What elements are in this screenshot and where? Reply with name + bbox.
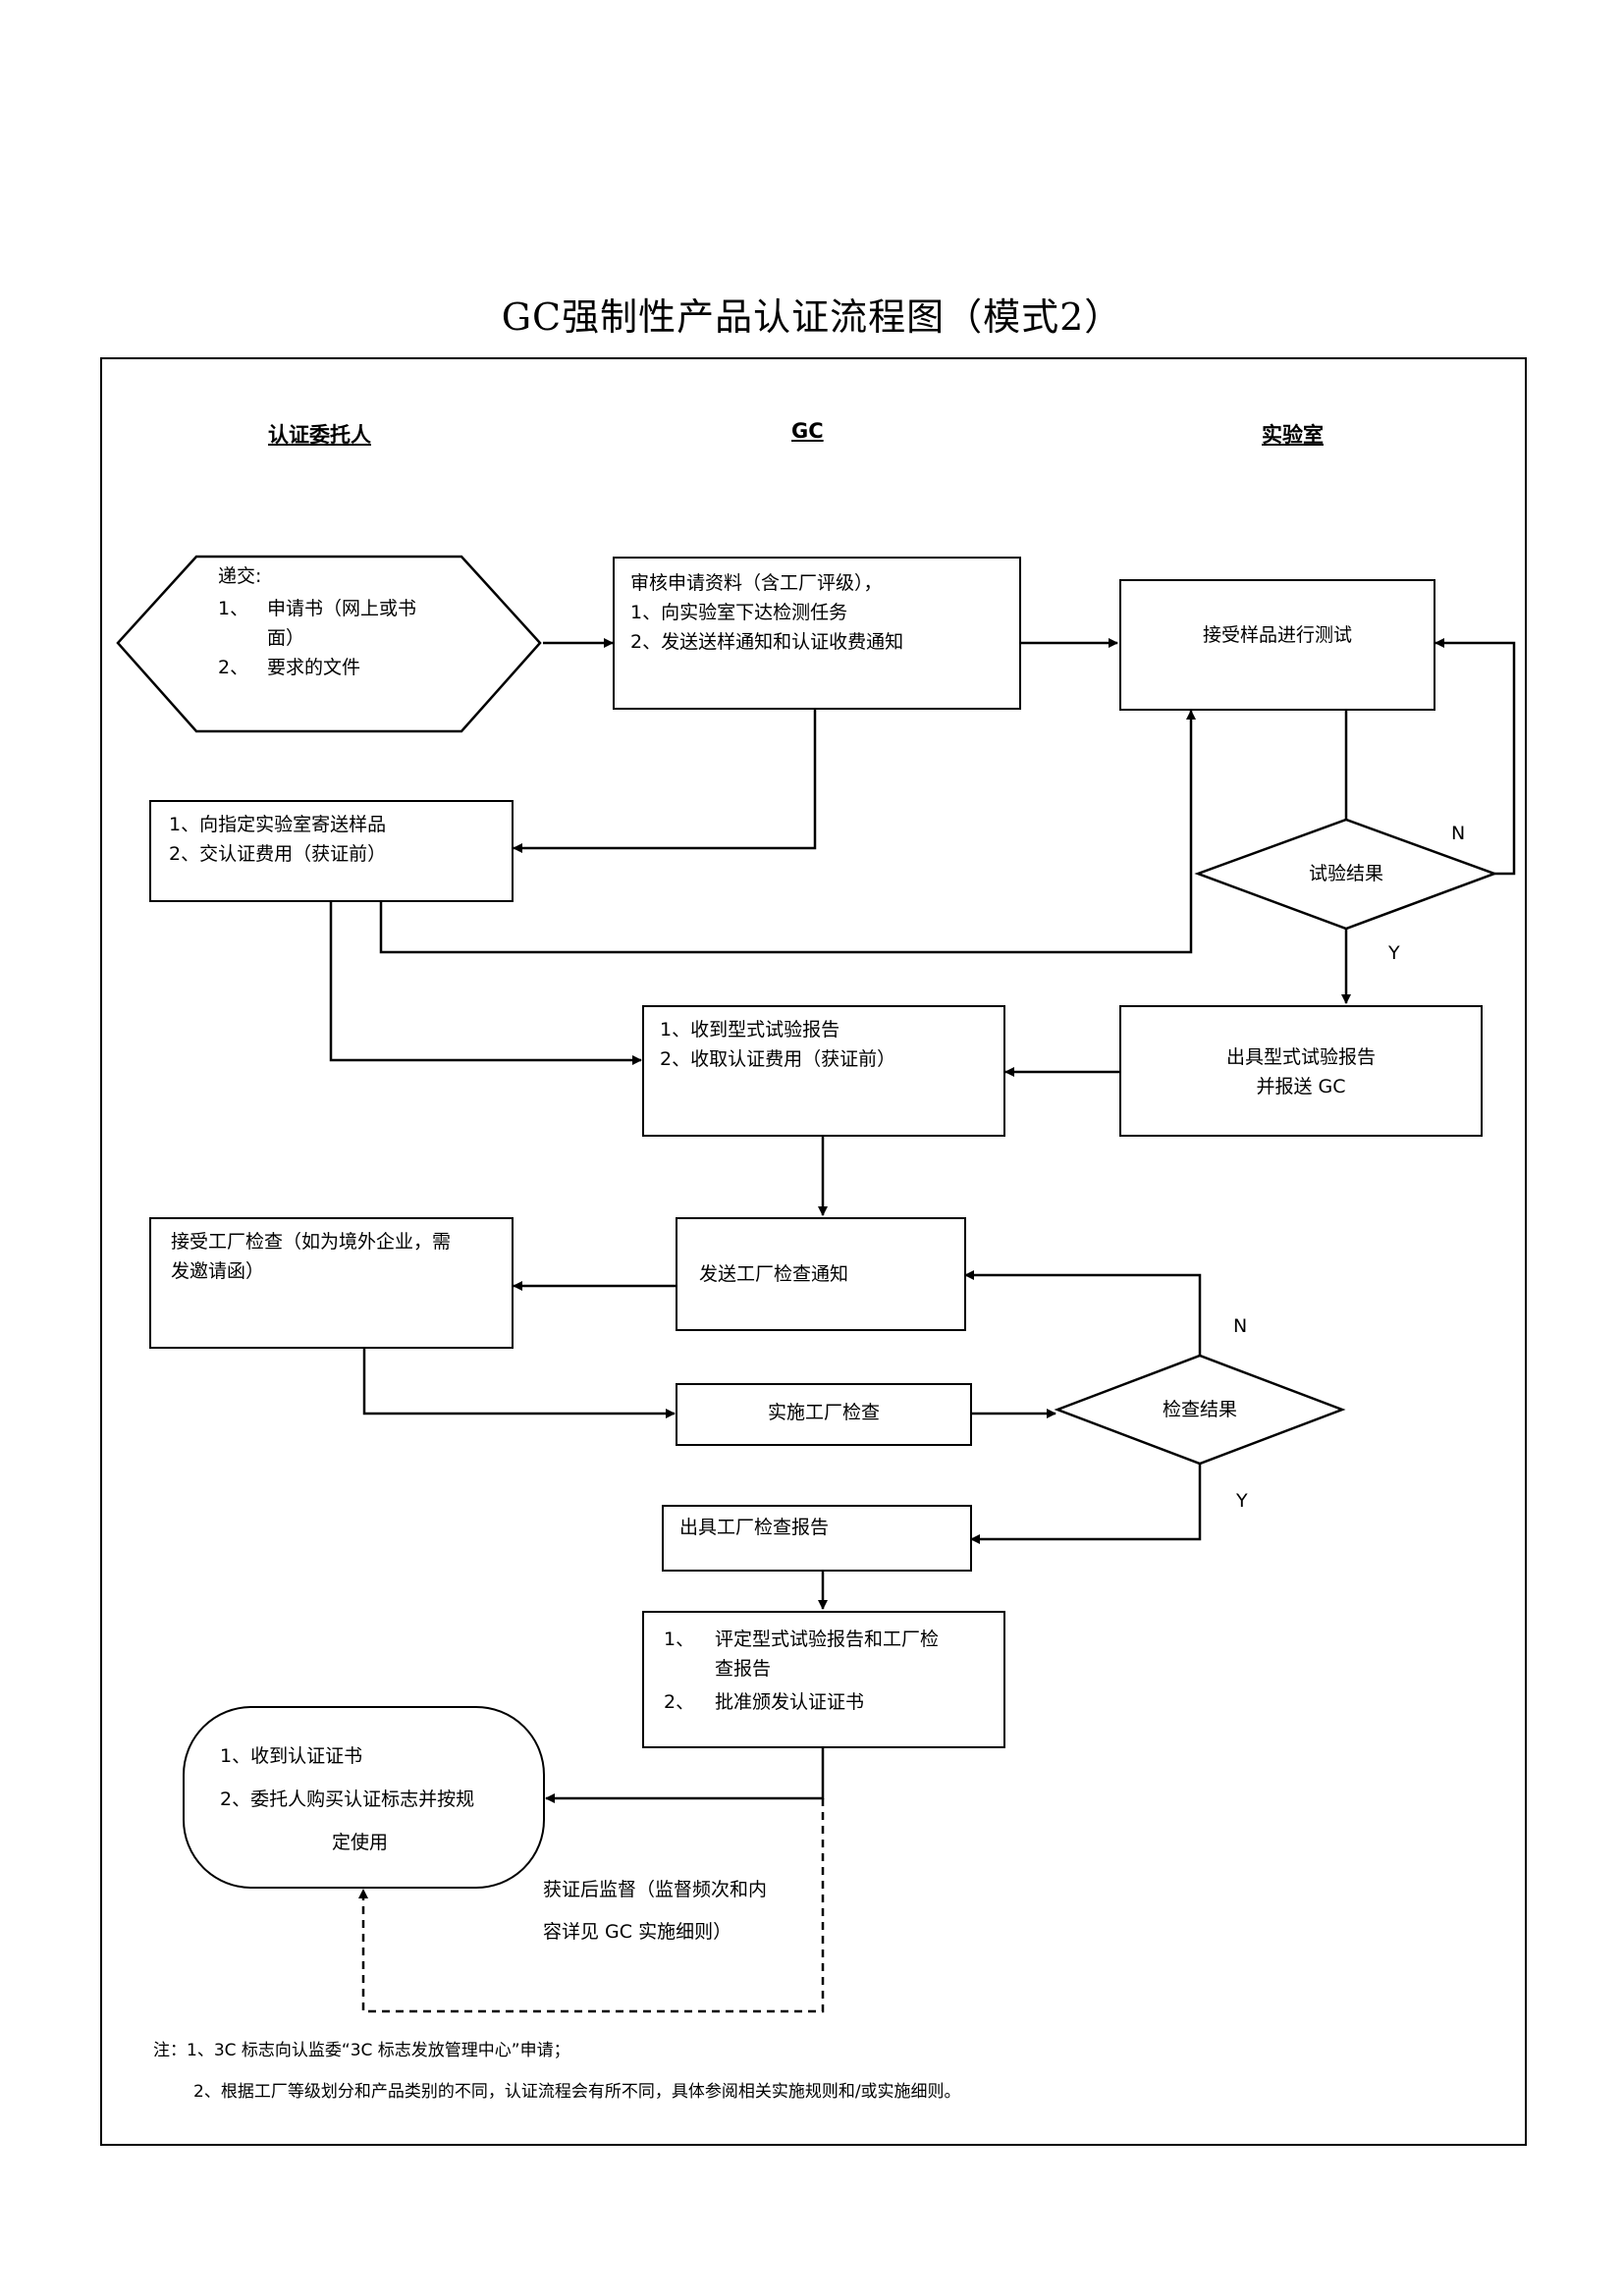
send-sample-box: 1、向指定实验室寄送样品 2、交认证费用（获证前） [149,800,514,902]
note-line2: 2、根据工厂等级划分和产品类别的不同，认证流程会有所不同，具体参阅相关实施规则和… [193,2082,961,2102]
review-line1: 审核申请资料（含工厂评级）， [630,572,883,594]
accept-inspection-box: 接受工厂检查（如为境外企业，需 发邀请函） [149,1217,514,1349]
inspect-result-diamond [1054,1354,1346,1466]
evaluate-item2-num: 2、 [664,1691,695,1713]
review-line2: 1、向实验室下达检测任务 [630,602,848,623]
submit-heading: 递交: [218,565,262,587]
accept-inspection-line1: 接受工厂检查（如为境外企业，需 [171,1231,452,1253]
arrow-send-sample-to-lab [379,710,1196,954]
submit-item1-line1: 申请书（网上或书 [267,598,417,619]
arrow-evaluate-to-certificate [545,1748,825,1803]
send-sample-line2: 2、交认证费用（获证前） [169,843,387,865]
arrow-client-to-inspection [362,1349,676,1418]
submit-item2: 要求的文件 [267,657,361,678]
receive-report-box: 1、收到型式试验报告 2、收取认证费用（获证前） [642,1005,1005,1137]
lane-header-lab: 实验室 [1262,423,1324,447]
send-inspection-box: 发送工厂检查通知 [676,1217,966,1331]
certificate-line3: 定使用 [332,1832,389,1853]
do-inspection-box: 实施工厂检查 [676,1383,972,1446]
evaluate-box: 1、 评定型式试验报告和工厂检 查报告 2、 批准颁发认证证书 [642,1611,1005,1748]
issue-report-box: 出具型式试验报告 并报送 GC [1119,1005,1483,1137]
lane-header-gc: GC [791,419,824,443]
arrow-send-sample-to-receive [329,901,642,1065]
submit-hexagon [116,555,542,733]
do-inspection-label: 实施工厂检查 [767,1402,880,1423]
inspection-report-label: 出具工厂检查报告 [679,1517,830,1538]
review-box: 审核申请资料（含工厂评级）， 1、向实验室下达检测任务 2、发送送样通知和认证收… [613,557,1021,710]
issue-report-line2: 并报送 GC [1256,1076,1346,1097]
accept-inspection-line2: 发邀请函） [171,1260,265,1282]
evaluate-item2: 批准颁发认证证书 [715,1691,865,1713]
inspect-result-label: 检查结果 [1162,1399,1237,1420]
arrow-review-to-send-sample [513,708,817,853]
certificate-line2: 2、委托人购买认证标志并按规 [220,1789,475,1810]
inspect-result-n: N [1233,1315,1248,1337]
page-title: GC强制性产品认证流程图（模式2） [501,295,1123,339]
lane-header-client: 认证委托人 [268,423,371,447]
supervision-line1: 获证后监督（监督频次和内 [543,1879,768,1900]
arrow-inspect-n [964,1270,1202,1356]
evaluate-item1-line1: 评定型式试验报告和工厂检 [715,1629,940,1650]
certificate-box: 1、收到认证证书 2、委托人购买认证标志并按规 定使用 [183,1706,545,1889]
receive-report-line2: 2、收取认证费用（获证前） [660,1048,896,1070]
arrow-test-n-loop [1435,638,1516,876]
arrow-supervision-loop [358,1798,825,2013]
test-result-label: 试验结果 [1308,863,1383,884]
arrow-inspect-y [970,1464,1202,1544]
submit-item1-line2: 面） [267,627,305,649]
send-sample-line1: 1、向指定实验室寄送样品 [169,814,387,835]
test-result-y: Y [1388,942,1400,964]
certificate-line1: 1、收到认证证书 [220,1745,363,1767]
accept-sample-label: 接受样品进行测试 [1202,624,1352,646]
send-inspection-label: 发送工厂检查通知 [699,1263,849,1285]
submit-item2-num: 2、 [218,657,249,678]
diagram-frame [100,357,1527,2146]
evaluate-item1-line2: 查报告 [715,1658,772,1680]
inspection-report-box: 出具工厂检查报告 [662,1505,972,1572]
submit-item1-num: 1、 [218,598,249,619]
inspect-result-y: Y [1236,1490,1248,1512]
evaluate-item1-num: 1、 [664,1629,695,1650]
review-line3: 2、发送送样通知和认证收费通知 [630,631,904,653]
accept-sample-box: 接受样品进行测试 [1119,579,1435,711]
note-line1: 注：1、3C 标志向认监委“3C 标志发放管理中心”申请； [153,2041,570,2060]
receive-report-line1: 1、收到型式试验报告 [660,1019,840,1041]
test-result-n: N [1451,823,1466,844]
supervision-line2: 容详见 GC 实施细则） [543,1921,732,1943]
issue-report-line1: 出具型式试验报告 [1225,1046,1376,1068]
